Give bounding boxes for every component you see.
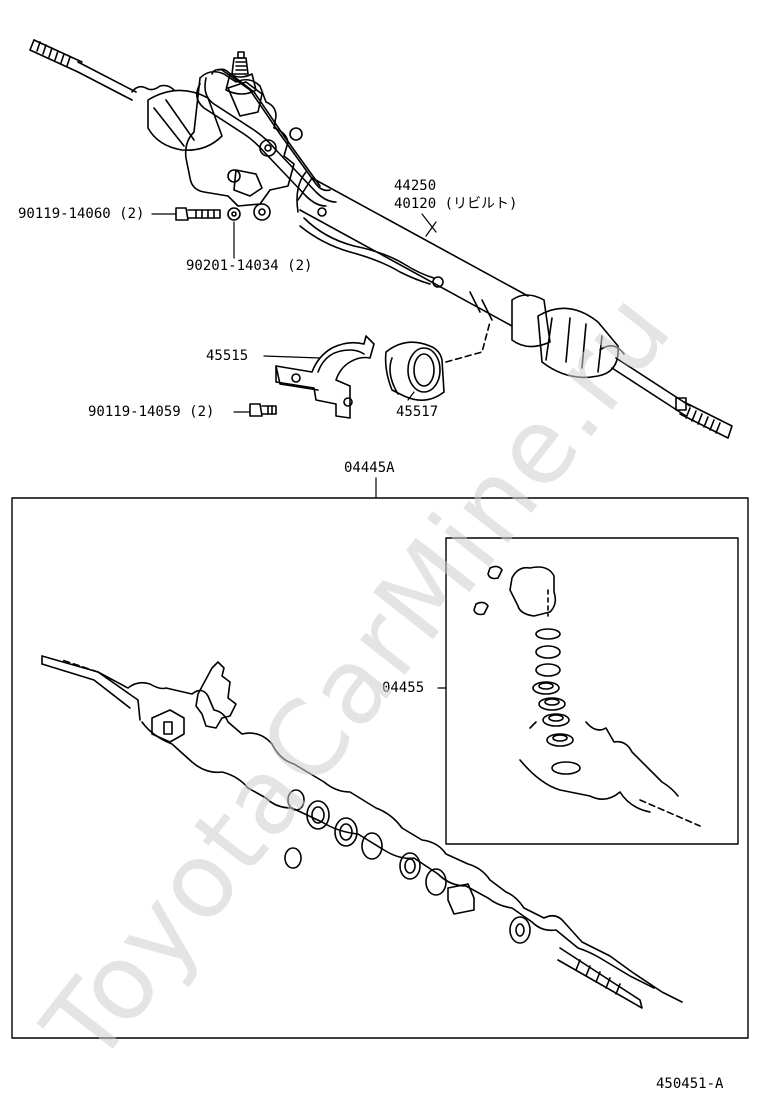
part-label-04455: 04455 xyxy=(382,680,425,696)
pressure-lines xyxy=(196,68,444,288)
pinion-shaft xyxy=(225,51,257,95)
part-label-90201-14034: 90201-14034 (2) xyxy=(186,258,313,274)
bolt-90119-14059 xyxy=(249,403,277,417)
figure-id: 450451-A xyxy=(656,1076,724,1092)
clamp-bracket-45515 xyxy=(275,335,375,419)
part-label-90119-14059: 90119-14059 (2) xyxy=(88,404,215,420)
bushing-leader-dash xyxy=(445,321,491,363)
rack-housing-tube xyxy=(296,171,529,327)
part-label-04445A: 04445A xyxy=(344,460,395,476)
leader-lines-upper xyxy=(151,213,437,413)
kit-box-04445A xyxy=(11,477,749,1039)
part-label-45515: 45515 xyxy=(206,348,249,364)
left-boot xyxy=(131,84,223,152)
right-tie-rod xyxy=(611,357,733,439)
part-label-45517: 45517 xyxy=(396,404,439,420)
right-boot xyxy=(511,294,625,379)
part-label-90119-14060: 90119-14060 (2) xyxy=(18,206,145,222)
left-tie-rod xyxy=(29,39,137,101)
part-label-40120: 40120 (リビルト) xyxy=(394,196,518,212)
bolt-90119-14060 xyxy=(175,207,221,221)
kit-box-04455 xyxy=(437,537,739,845)
leader-44250 xyxy=(425,221,437,237)
seal-set-04455 xyxy=(473,565,701,827)
part-label-44250: 44250 xyxy=(394,178,437,194)
washer-90201-14034 xyxy=(227,207,241,221)
exploded-rack-housing xyxy=(41,655,683,1009)
bushing-45517 xyxy=(384,341,445,401)
steering-rack-assembly xyxy=(29,39,733,439)
